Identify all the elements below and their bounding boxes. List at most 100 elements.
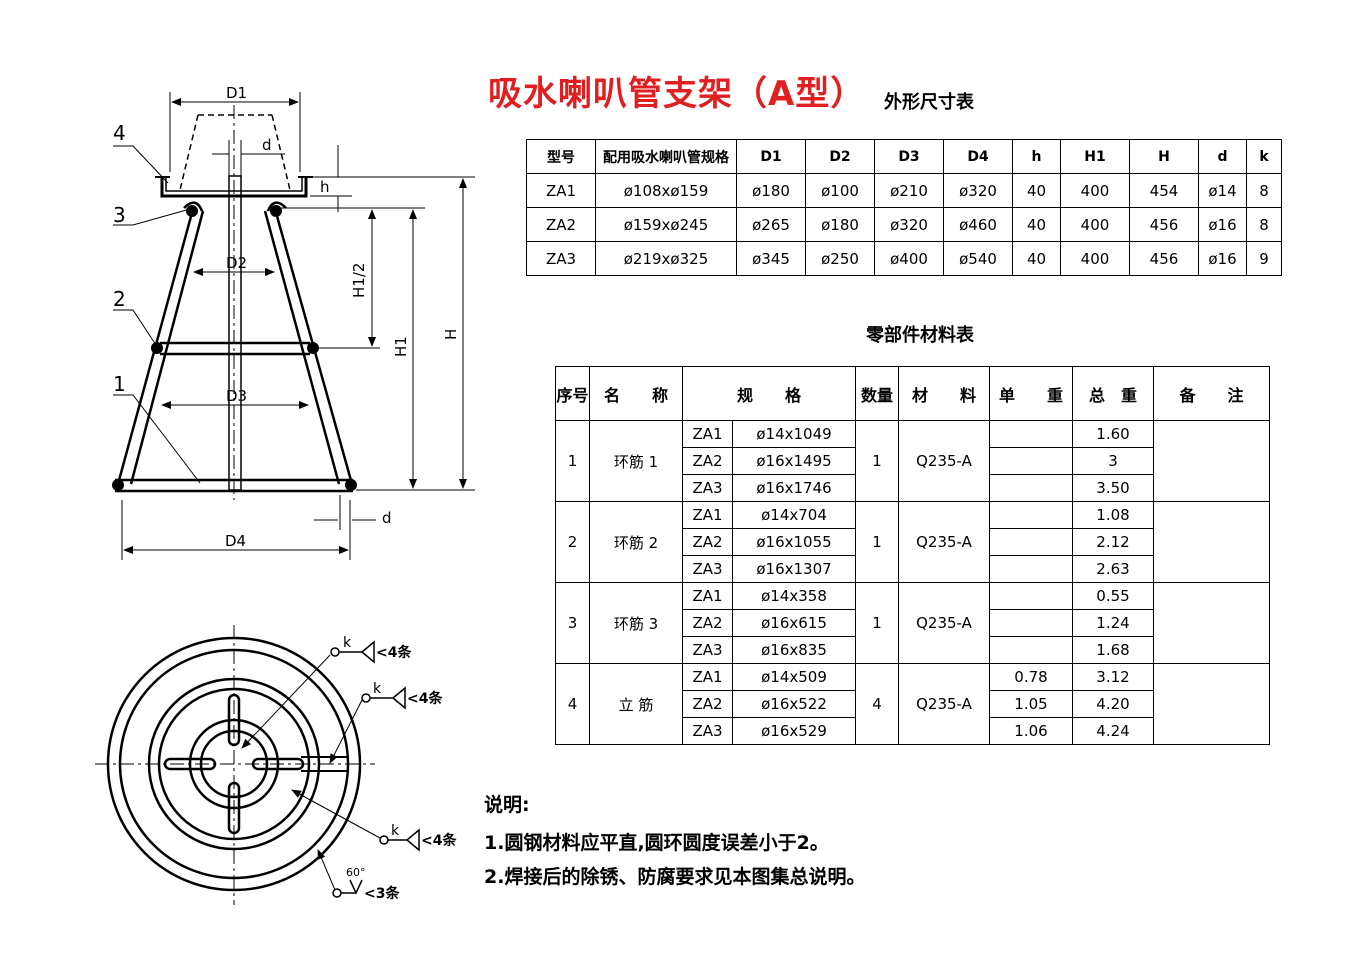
- dims-cell: ø320: [943, 173, 1013, 208]
- weld-4-1: <4条: [376, 644, 412, 661]
- part-unit-weight: 1.06: [989, 717, 1073, 745]
- callout-1: 1: [113, 372, 126, 396]
- part-total-weight: 2.63: [1072, 555, 1154, 583]
- part-number: 2: [555, 501, 590, 583]
- dims-header: D1: [736, 139, 806, 174]
- part-name: 环筋 2: [589, 501, 683, 583]
- dims-header: k: [1246, 139, 1282, 174]
- part-spec: ø16x1746: [732, 474, 856, 502]
- part-total-weight: 2.12: [1072, 528, 1154, 556]
- part-number: 1: [555, 420, 590, 502]
- part-remark: [1153, 420, 1270, 502]
- part-spec: ø16x1307: [732, 555, 856, 583]
- label-D2: D2: [226, 254, 247, 272]
- dims-cell: 8: [1246, 173, 1282, 208]
- label-H1: H1: [392, 336, 410, 357]
- part-model: ZA1: [681, 582, 734, 610]
- part-spec: ø16x1495: [732, 447, 856, 475]
- part-unit-weight: [989, 474, 1073, 502]
- part-material: Q235-A: [898, 501, 990, 583]
- part-material: Q235-A: [898, 663, 990, 745]
- parts-header: 材 料: [898, 366, 990, 421]
- part-unit-weight: [989, 555, 1073, 583]
- dims-header: 型号: [526, 139, 596, 174]
- part-unit-weight: [989, 636, 1073, 664]
- parts-header: 序号: [555, 366, 590, 421]
- part-total-weight: 1.60: [1072, 420, 1154, 448]
- dims-cell: 9: [1246, 241, 1282, 276]
- parts-header: 总 重: [1072, 366, 1154, 421]
- parts-header-row: 序号 名 称 规 格 数量 材 料 单 重 总 重 备 注: [555, 366, 1270, 421]
- dims-cell: ø16: [1198, 241, 1247, 276]
- dims-caption: 外形尺寸表: [884, 92, 974, 113]
- part-model: ZA2: [681, 528, 734, 556]
- dims-cell: 456: [1129, 207, 1199, 242]
- label-D3: D3: [226, 387, 247, 405]
- dims-header: D3: [874, 139, 944, 174]
- dims-cell: ZA3: [526, 241, 596, 276]
- part-model: ZA3: [681, 474, 734, 502]
- dims-cell: 40: [1012, 207, 1061, 242]
- part-qty: 1: [855, 582, 899, 664]
- parts-header: 规 格: [682, 366, 856, 421]
- part-material: Q235-A: [898, 420, 990, 502]
- part-spec: ø14x1049: [732, 420, 856, 448]
- dims-cell: ø16: [1198, 207, 1247, 242]
- part-number: 3: [555, 582, 590, 664]
- part-spec: ø14x509: [732, 663, 856, 691]
- part-unit-weight: [989, 420, 1073, 448]
- dims-cell: 456: [1129, 241, 1199, 276]
- part-spec: ø16x529: [732, 717, 856, 745]
- part-qty: 1: [855, 420, 899, 502]
- dims-cell: ø100: [805, 173, 875, 208]
- dims-header: d: [1198, 139, 1247, 174]
- note-item: 2.焊接后的除锈、防腐要求见本图集总说明。: [484, 866, 866, 888]
- dims-cell: ø108xø159: [595, 173, 737, 208]
- dims-cell: 400: [1060, 241, 1130, 276]
- callout-4: 4: [113, 121, 126, 145]
- part-remark: [1153, 501, 1270, 583]
- label-D1: D1: [226, 84, 247, 102]
- part-material: Q235-A: [898, 582, 990, 664]
- part-model: ZA2: [681, 447, 734, 475]
- part-total-weight: 3.12: [1072, 663, 1154, 691]
- label-H1-half: H1/2: [350, 263, 368, 298]
- dims-cell: ø540: [943, 241, 1013, 276]
- label-h: h: [320, 178, 330, 196]
- part-spec: ø16x835: [732, 636, 856, 664]
- dims-header: H1: [1060, 139, 1130, 174]
- parts-header: 备 注: [1153, 366, 1270, 421]
- part-model: ZA3: [681, 717, 734, 745]
- part-total-weight: 4.24: [1072, 717, 1154, 745]
- part-unit-weight: [989, 528, 1073, 556]
- part-total-weight: 4.20: [1072, 690, 1154, 718]
- plan-labels: k <4条 k <4条 k <4条 60° <3条: [343, 635, 457, 902]
- part-model: ZA1: [681, 663, 734, 691]
- weld-k-1: k: [343, 635, 352, 651]
- parts-caption: 零部件材料表: [866, 325, 974, 346]
- part-qty: 1: [855, 501, 899, 583]
- part-unit-weight: [989, 582, 1073, 610]
- dims-cell: ZA2: [526, 207, 596, 242]
- part-total-weight: 3.50: [1072, 474, 1154, 502]
- part-spec: ø16x522: [732, 690, 856, 718]
- dims-cell: ø250: [805, 241, 875, 276]
- weld-3: <3条: [364, 885, 400, 902]
- part-unit-weight: [989, 501, 1073, 529]
- part-spec: ø14x704: [732, 501, 856, 529]
- dims-header: D4: [943, 139, 1013, 174]
- dims-header: H: [1129, 139, 1199, 174]
- part-name: 环筋 1: [589, 420, 683, 502]
- dims-cell: 40: [1012, 241, 1061, 276]
- label-d-top: d: [262, 136, 272, 154]
